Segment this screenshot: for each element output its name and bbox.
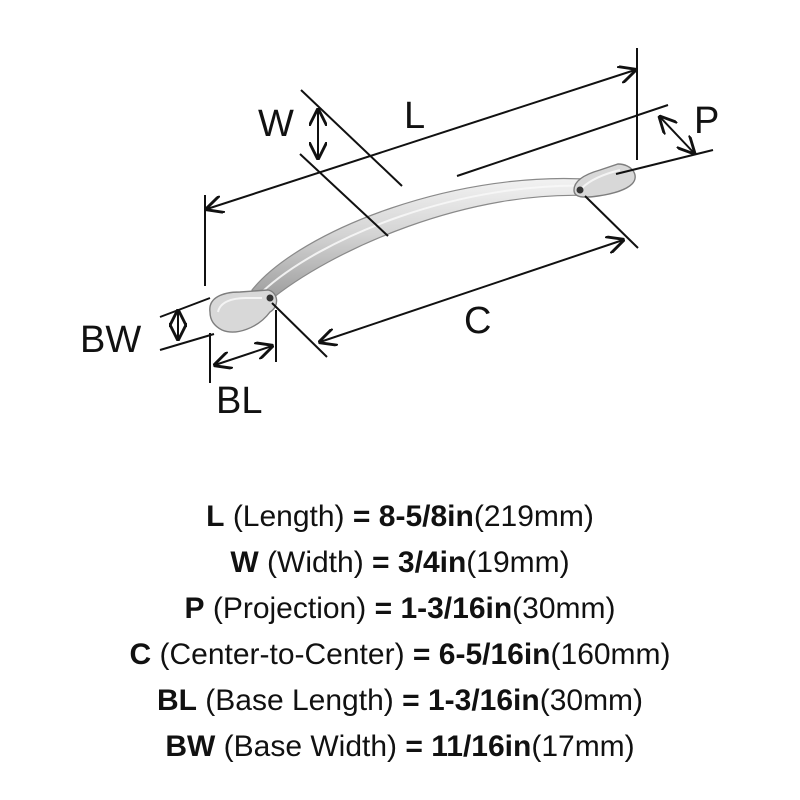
spec-code: W [230, 546, 259, 579]
handle-bar [251, 177, 601, 303]
spec-metric: (30mm) [539, 684, 644, 717]
label-base-length: BL [216, 380, 262, 422]
spec-equals: = [372, 546, 390, 579]
spec-row-projection: P (Projection) = 1-3/16in(30mm) [0, 586, 800, 632]
spec-name: (Center-to-Center) [159, 638, 405, 671]
specification-list: L (Length) = 8-5/8in(219mm) W (Width) = … [0, 494, 800, 770]
spec-code: P [184, 592, 205, 625]
dimension-lines [159, 48, 714, 383]
spec-metric: (219mm) [473, 500, 594, 533]
left-base [209, 289, 278, 333]
spec-imperial: 6-5/16in [438, 638, 551, 671]
spec-code: BL [156, 684, 197, 717]
width-extension-bottom [299, 153, 389, 237]
spec-code: L [206, 500, 225, 533]
right-base [573, 163, 636, 198]
center-dimension-line [320, 240, 623, 342]
spec-equals: = [402, 684, 420, 717]
width-extension-top [300, 89, 403, 187]
label-length: L [404, 95, 425, 137]
spec-imperial: 8-5/8in [378, 500, 474, 533]
spec-imperial: 11/16in [431, 730, 532, 763]
projection-extension-bottom [615, 149, 714, 175]
spec-row-width: W (Width) = 3/4in(19mm) [0, 540, 800, 586]
spec-metric: (19mm) [466, 546, 570, 579]
spec-equals: = [412, 638, 431, 671]
spec-name: (Width) [267, 546, 364, 579]
spec-imperial: 3/4in [397, 546, 467, 579]
spec-equals: = [352, 500, 371, 533]
center-extension-right [584, 195, 639, 249]
spec-name: (Base Length) [205, 684, 394, 717]
center-extension-left [271, 302, 328, 358]
spec-name: (Length) [232, 500, 345, 533]
spec-metric: (160mm) [550, 638, 671, 671]
spec-row-base-length: BL (Base Length) = 1-3/16in(30mm) [0, 678, 800, 724]
label-center: C [464, 300, 491, 342]
spec-code: BW [165, 730, 216, 763]
spec-imperial: 1-3/16in [427, 684, 540, 717]
projection-dimension-line [660, 117, 694, 153]
spec-imperial: 1-3/16in [400, 592, 513, 625]
label-projection: P [694, 100, 719, 142]
label-width: W [258, 103, 294, 145]
spec-equals: = [405, 730, 423, 763]
spec-row-base-width: BW (Base Width) = 11/16in(17mm) [0, 724, 800, 770]
spec-metric: (17mm) [531, 730, 635, 763]
base-length-dimension-line [215, 346, 272, 365]
spec-name: (Base Width) [223, 730, 398, 763]
spec-equals: = [374, 592, 393, 625]
spec-code: C [129, 638, 152, 671]
dimension-diagram: L W P C BW BL [80, 48, 719, 422]
projection-extension-top [456, 104, 669, 177]
base-width-extension-top [159, 297, 211, 318]
base-width-extension-bottom [159, 333, 215, 351]
spec-row-center-to-center: C (Center-to-Center) = 6-5/16in(160mm) [0, 632, 800, 678]
spec-row-length: L (Length) = 8-5/8in(219mm) [0, 494, 800, 540]
length-dimension-line [207, 70, 635, 209]
spec-name: (Projection) [212, 592, 367, 625]
spec-metric: (30mm) [512, 592, 616, 625]
label-base-width: BW [80, 319, 141, 361]
